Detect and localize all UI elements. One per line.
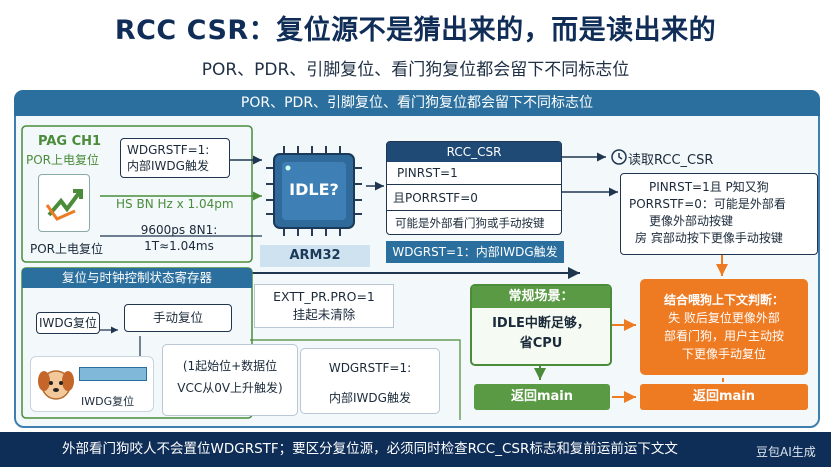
normal-body-line2: 省CPU xyxy=(519,336,563,351)
power-up-icon xyxy=(45,189,83,221)
context-return-button[interactable]: 返回main xyxy=(640,384,808,410)
baud-text: 9600ps 8N1: 1T≈1.04ms xyxy=(130,222,228,254)
context-line1: 结合喂狗上下文判断： xyxy=(663,293,784,307)
page-title: RCC CSR：复位源不是猜出来的，而是读出来的 xyxy=(114,15,717,46)
panel-header: POR、PDR、引脚复位、看门狗复位都会留下不同标志位 xyxy=(14,90,820,116)
power-icon-card xyxy=(38,174,90,232)
register-title: 复位与时钟控制状态寄存器 xyxy=(22,268,252,288)
exti-box: EXTT_PR.PRO=1 挂起未清除 xyxy=(254,284,394,328)
wdgrstf-box-2: WDGRSTF=1: 内部IWDG触发 xyxy=(300,348,440,414)
chip-label: IDLE? xyxy=(289,180,339,199)
chip-arch-label: ARM32 xyxy=(260,245,370,267)
read-line1: PINRST=1且 P知又狗 xyxy=(649,180,769,194)
mcu-chip: IDLE? xyxy=(264,142,368,240)
dog-icon xyxy=(38,370,74,400)
uart-box: (1起始位+数据位 VCC从0V上升触发) xyxy=(162,344,298,416)
pag-ch1-label: PAG CH1 xyxy=(38,134,102,149)
iwdg-chip-graphic xyxy=(79,367,147,381)
baud-line2: 1T≈1.04ms xyxy=(144,239,214,253)
context-line4: 下更像手动复位 xyxy=(681,347,766,361)
read-csr-label: 读取RCC_CSR xyxy=(628,153,714,168)
normal-body-line1: IDLE中断足够， xyxy=(492,316,590,331)
csr-row2: 且PORRSTF=0 xyxy=(387,185,561,211)
wdgrstf-line2: 内部IWDG触发 xyxy=(127,159,209,173)
baud-line1: 9600ps 8N1: xyxy=(140,223,218,237)
wdgrstf2-line2: 内部IWDG触发 xyxy=(329,391,411,405)
footer-note: 外部看门狗咬人不会置位WDGRSTF；要区分复位源，必须同时检查RCC_CSR标… xyxy=(0,432,831,467)
csr-row1: PINRST=1 xyxy=(387,162,561,185)
wdgrstf2-line1: WDGRSTF=1: xyxy=(328,361,412,375)
page-subtitle: POR、PDR、引脚复位、看门狗复位都会留下不同标志位 xyxy=(201,60,630,80)
por-label-bottom: POR上电复位 xyxy=(30,242,104,256)
iwdg-card-label: IWDG复位 xyxy=(81,395,135,408)
exti-line1: EXTT_PR.PRO=1 xyxy=(273,289,375,304)
iwdg-reset-box: IWDG复位 xyxy=(36,312,100,334)
rcc-csr-box: RCC_CSR PINRST=1 且PORRSTF=0 可能是外部看门狗或手动按… xyxy=(386,141,562,235)
clock-icon xyxy=(610,148,628,166)
manual-reset-box: 手动复位 xyxy=(124,304,232,332)
read-line2: PORRSTF=0：可能是外部看 xyxy=(629,197,786,211)
normal-scenario-card: 常规场景： IDLE中断足够， 省CPU xyxy=(470,284,612,366)
read-csr-box: PINRST=1且 P知又狗 PORRSTF=0：可能是外部看 更像外部动按键 … xyxy=(620,173,818,255)
wdg-banner: WDGRST=1：内部IWDG触发 xyxy=(386,241,564,263)
context-judgment-card: 结合喂狗上下文判断： 失 败后复位更像外部 部看门狗，用户主动按 下更像手动复位 xyxy=(640,279,808,375)
exti-line2: 挂起未清除 xyxy=(292,307,356,322)
watermark: 豆包AI生成 xyxy=(756,445,816,459)
normal-return-button[interactable]: 返回main xyxy=(474,384,610,410)
normal-title: 常规场景： xyxy=(472,286,610,308)
uart-line2: VCC从0V上升触发) xyxy=(177,381,283,395)
iwdg-card: IWDG复位 xyxy=(30,356,154,412)
uart-line1: (1起始位+数据位 xyxy=(182,359,278,373)
csr-row3: 可能是外部看门狗或手动按键 xyxy=(395,216,545,230)
rcc-csr-title: RCC_CSR xyxy=(387,142,561,162)
wdgrstf-box: WDGRSTF=1: 内部IWDG触发 xyxy=(120,138,230,178)
hsbn-text: HS BN Hz x 1.04pm xyxy=(116,197,234,211)
chip-icon xyxy=(266,146,362,236)
read-line3: 更像外部动按键 xyxy=(649,214,734,228)
context-line2: 失 败后复位更像外部 xyxy=(668,311,780,325)
read-line4: 房 宾部动按下更像手动按键 xyxy=(635,231,783,245)
wdgrstf-line1: WDGRSTF=1: xyxy=(127,143,210,157)
context-line3: 部看门狗，用户主动按 xyxy=(663,329,784,343)
por-label-top: POR上电复位 xyxy=(26,153,100,167)
